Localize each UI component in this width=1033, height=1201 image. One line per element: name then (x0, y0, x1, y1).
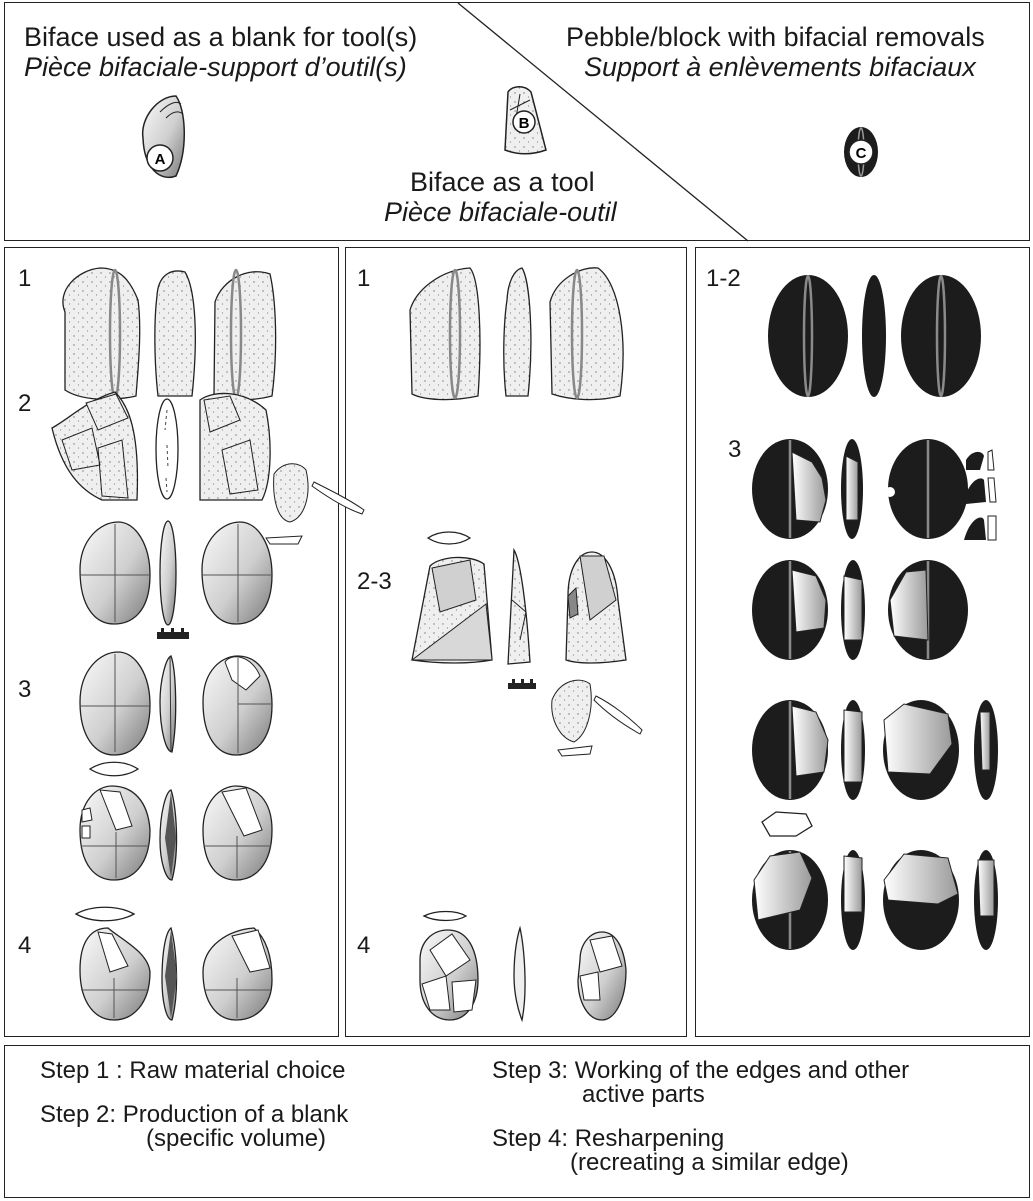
middle-step1-blocks (410, 268, 623, 400)
icon-a-biface-blank: A (143, 96, 185, 177)
middle-step2-3-tool (412, 532, 642, 756)
header-divider-line (458, 3, 748, 241)
right-step3-row4 (752, 850, 998, 950)
icon-c-label: C (856, 145, 867, 162)
left-step3-biface-a (80, 652, 272, 776)
left-step3-biface-b (76, 786, 272, 921)
left-step2-preform (80, 521, 272, 639)
icon-a-label: A (155, 151, 166, 168)
left-step1-blocks (63, 268, 276, 400)
icon-b-label: B (519, 115, 530, 132)
icon-b-biface-tool: B (505, 87, 546, 154)
right-step3-row1 (752, 439, 996, 540)
right-step1-2-pebbles (768, 275, 981, 397)
right-step3-row3 (752, 700, 998, 836)
left-step2-blank (52, 392, 364, 544)
middle-step4-resharpened (420, 912, 626, 1021)
icon-c-pebble: C (844, 127, 878, 177)
left-step4-resharpened (80, 928, 272, 1020)
right-step3-row2 (752, 560, 968, 660)
